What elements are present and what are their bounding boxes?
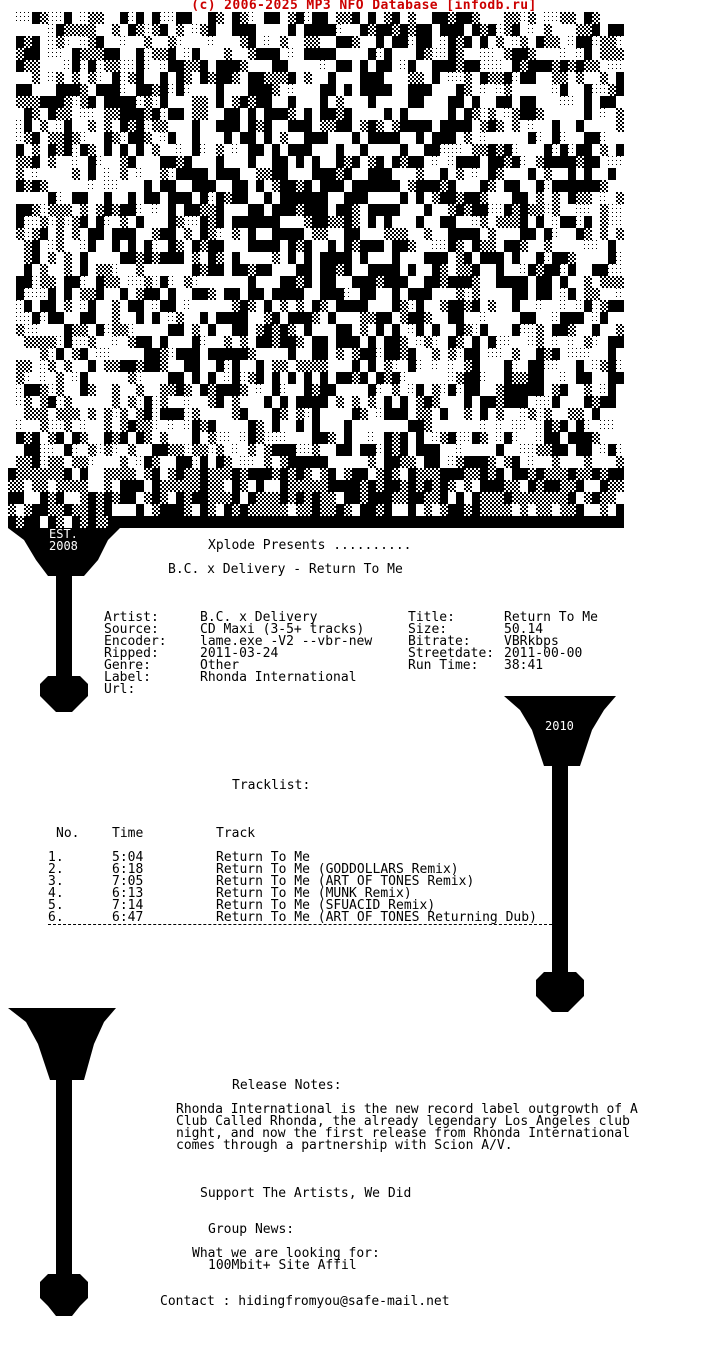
copyright-header: (c) 2006-2025 MP3 NFO Database [infodb.r… <box>191 0 537 13</box>
right-pillar-art <box>504 696 616 1012</box>
separator-line <box>48 924 552 925</box>
track-time: 7:05 <box>112 874 144 889</box>
track-no: 4. <box>48 886 64 901</box>
presents-line: Xplode Presents .......... <box>208 538 412 553</box>
info-value: 38:41 <box>504 658 544 673</box>
track-title: Return To Me (GODDOLLARS Remix) <box>216 862 459 877</box>
group-news-heading: Group News: <box>208 1222 295 1237</box>
ascii-art-portrait <box>16 12 624 468</box>
track-no: 5. <box>48 898 64 913</box>
info-value: VBRkbps <box>504 634 559 649</box>
col-track-header: Track <box>216 826 256 841</box>
info-label: Streetdate: <box>408 646 495 661</box>
info-label: Size: <box>408 622 448 637</box>
track-time: 6:18 <box>112 862 144 877</box>
release-note-line: night, and now the first release from Rh… <box>176 1126 630 1141</box>
info-value: 50.14 <box>504 622 544 637</box>
track-title: Return To Me <box>216 850 310 865</box>
year-badge: 2010 <box>544 719 575 733</box>
track-no: 3. <box>48 874 64 889</box>
info-value: B.C. x Delivery <box>200 610 318 625</box>
track-title: Return To Me (ART OF TONES Remix) <box>216 874 475 889</box>
info-value: CD Maxi (3-5+ tracks) <box>200 622 365 637</box>
info-label: Source: <box>104 622 159 637</box>
ascii-art-banner <box>8 468 624 528</box>
info-value: 2011-03-24 <box>200 646 279 661</box>
info-label: Label: <box>104 670 151 685</box>
track-time: 6:47 <box>112 910 144 925</box>
lower-left-pillar-art <box>8 1008 116 1316</box>
contact-line: Contact : hidingfromyou@safe-mail.net <box>160 1294 450 1309</box>
info-label: Title: <box>408 610 455 625</box>
looking-for-item: 100Mbit+ Site Affil <box>208 1258 357 1273</box>
left-pillar-art <box>8 528 120 712</box>
track-no: 6. <box>48 910 64 925</box>
track-time: 7:14 <box>112 898 144 913</box>
release-note-line: Club Called Rhonda, the already legendar… <box>176 1114 630 1129</box>
release-notes-heading: Release Notes: <box>232 1078 342 1093</box>
info-label: Artist: <box>104 610 159 625</box>
col-time-header: Time <box>112 826 144 841</box>
looking-for-line: What we are looking for: <box>192 1246 380 1261</box>
info-label: Bitrate: <box>408 634 471 649</box>
info-value: Rhonda International <box>200 670 357 685</box>
track-title: Return To Me (MUNK Remix) <box>216 886 412 901</box>
track-time: 5:04 <box>112 850 144 865</box>
track-time: 6:13 <box>112 886 144 901</box>
info-value: Return To Me <box>504 610 598 625</box>
col-no-header: No. <box>56 826 80 841</box>
support-line: Support The Artists, We Did <box>200 1186 412 1201</box>
info-value: Other <box>200 658 240 673</box>
info-label: Run Time: <box>408 658 479 673</box>
track-title: Return To Me (ART OF TONES Returning Dub… <box>216 910 537 925</box>
info-label: Url: <box>104 682 136 697</box>
info-label: Encoder: <box>104 634 167 649</box>
info-value: lame.exe -V2 --vbr-new <box>200 634 373 649</box>
release-note-line: Rhonda International is the new record l… <box>176 1102 638 1117</box>
info-label: Genre: <box>104 658 151 673</box>
tracklist-heading: Tracklist: <box>232 778 311 793</box>
info-label: Ripped: <box>104 646 159 661</box>
track-title: Return To Me (SFUACID Remix) <box>216 898 436 913</box>
track-no: 1. <box>48 850 64 865</box>
est-badge: EST. 2008 <box>48 527 79 553</box>
info-value: 2011-00-00 <box>504 646 583 661</box>
release-note-line: comes through a partnership with Scion A… <box>176 1138 513 1153</box>
track-no: 2. <box>48 862 64 877</box>
release-title: B.C. x Delivery - Return To Me <box>168 562 403 577</box>
